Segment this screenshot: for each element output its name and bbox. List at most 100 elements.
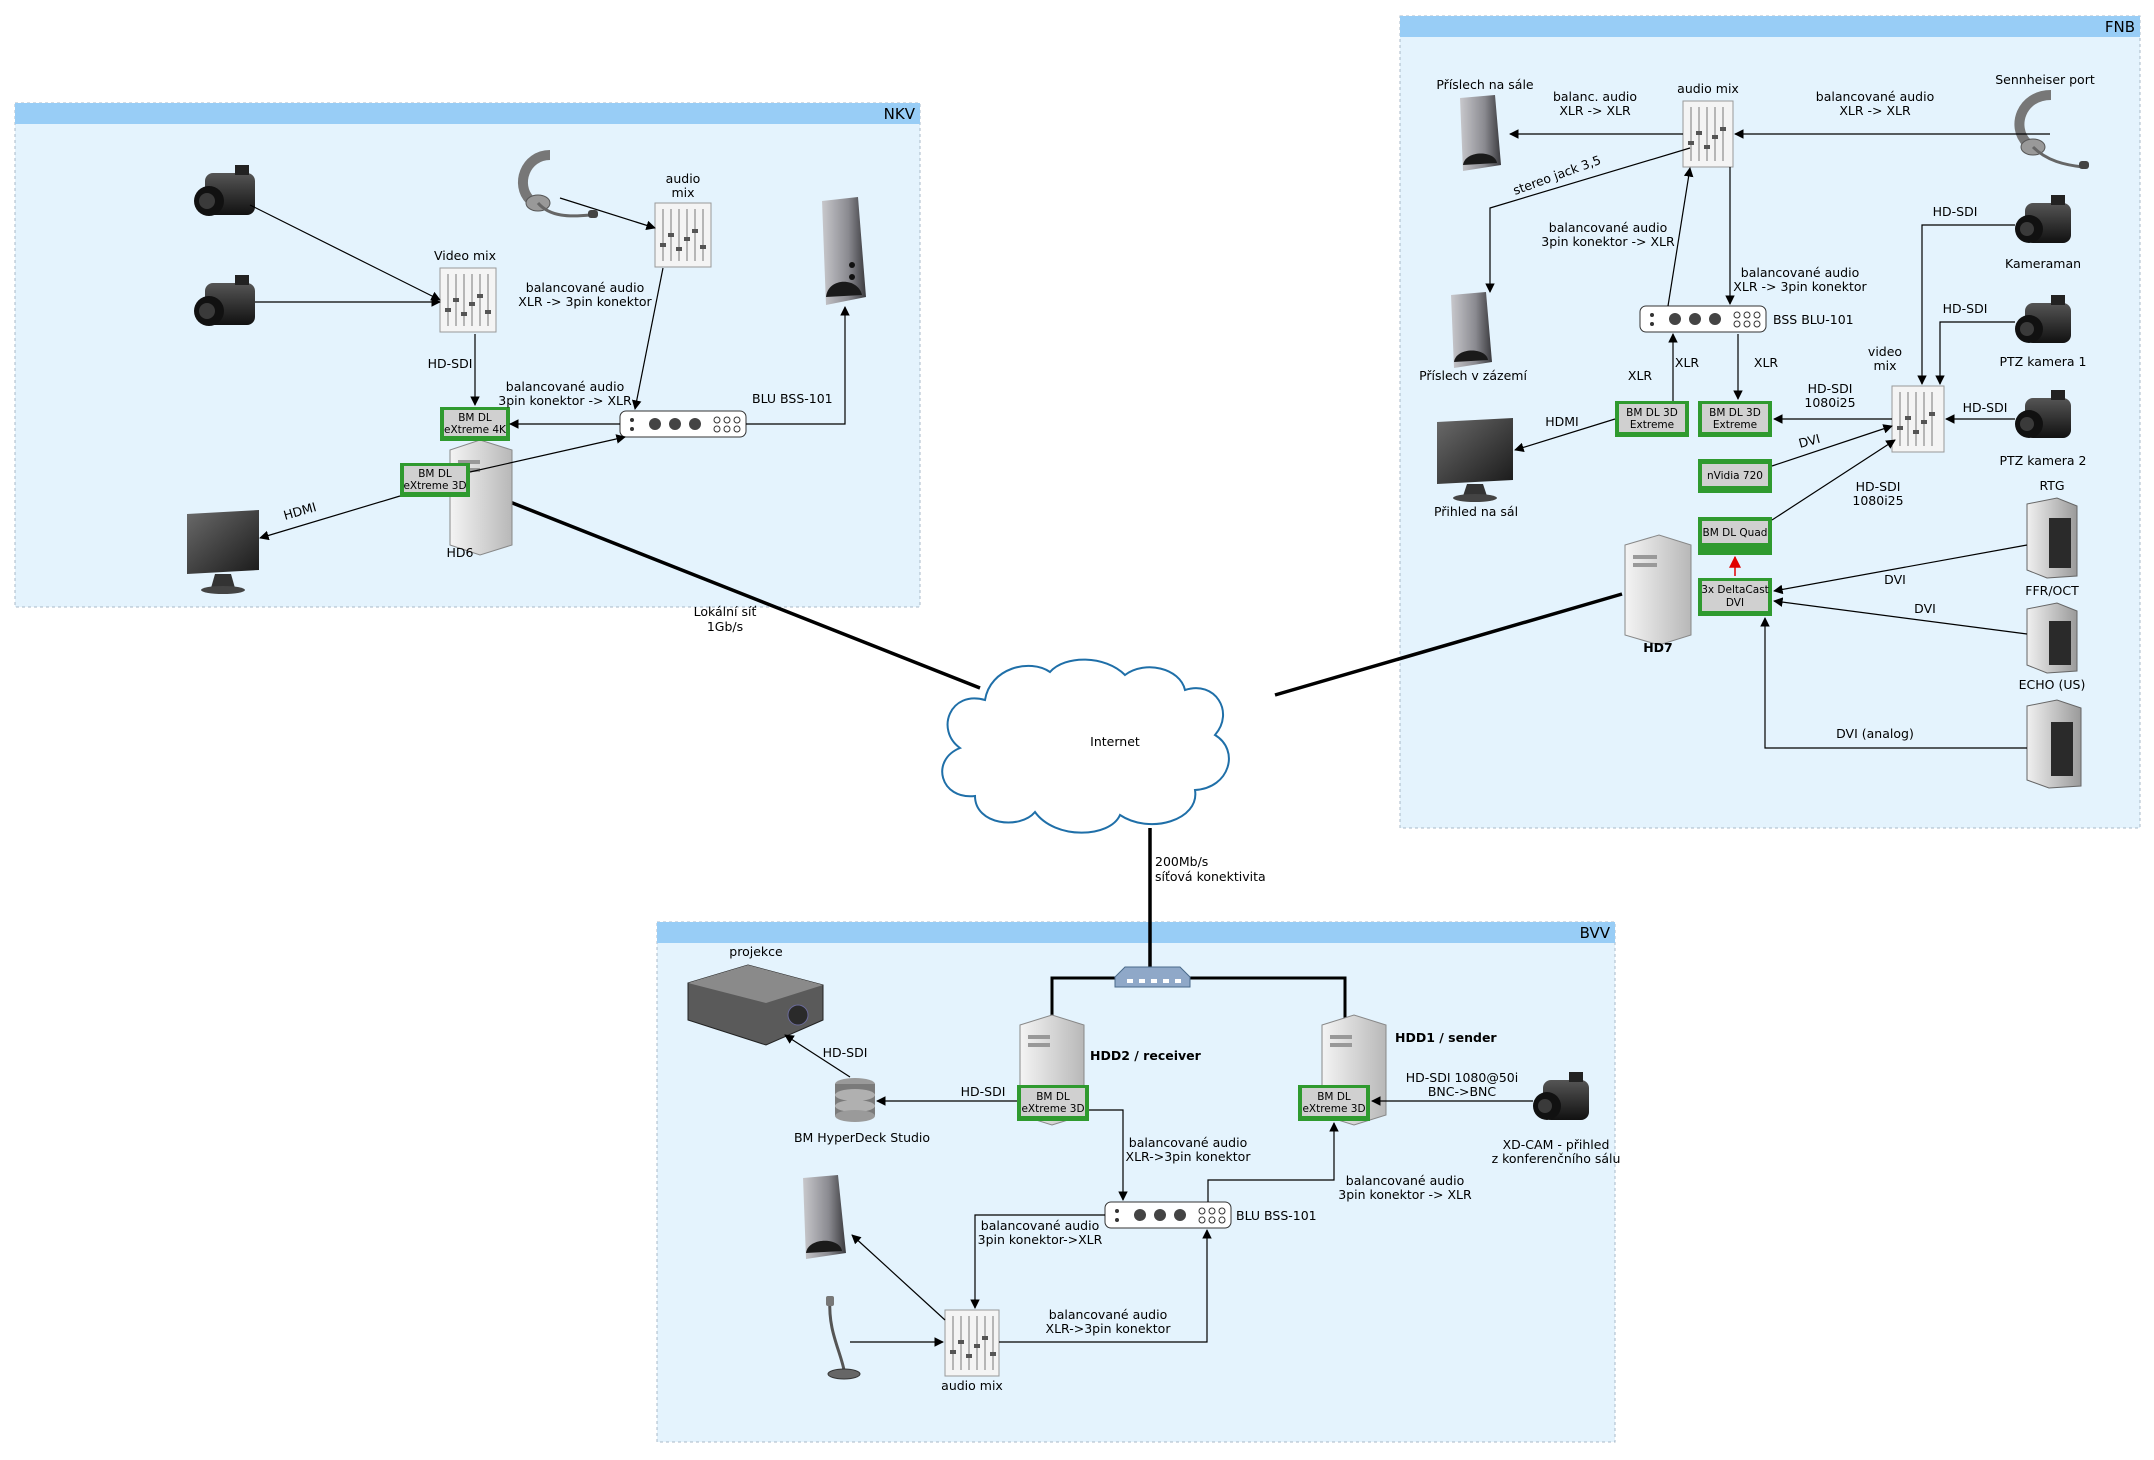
fnb-hdmi-label: HDMI [1545, 414, 1579, 429]
svg-text:eXtreme 3D: eXtreme 3D [403, 480, 466, 492]
nkv-audio-mix-label-1: audio [666, 171, 701, 186]
bvv-bal-d-1: balancované audio [1049, 1307, 1167, 1322]
bvv-hdsdi-cam-2: BNC->BNC [1428, 1084, 1497, 1099]
bvv-bal-b-1: balancované audio [1346, 1173, 1464, 1188]
fnb-hd7-label: HD7 [1643, 640, 1673, 655]
nkv-audio-mix-label-2: mix [671, 185, 694, 200]
zone-bvv-title: BVV [1580, 924, 1611, 942]
audio-processor-icon [1639, 305, 1767, 333]
capture-card: BM DL 3D Extreme [1615, 401, 1689, 437]
svg-text:3x DeltaCast: 3x DeltaCast [1701, 584, 1769, 596]
speaker-icon [1451, 292, 1492, 368]
fnb-ptz2-label: PTZ kamera 2 [2000, 453, 2087, 468]
monitor-icon [187, 510, 259, 594]
bvv-projekce-label: projekce [729, 944, 783, 959]
nkv-hdsdi-label: HD-SDI [428, 356, 473, 371]
fnb-bal3-label-1: balancované audio [1549, 220, 1667, 235]
server-icon [1624, 534, 1692, 646]
bvv-hdsdi-cam-1: HD-SDI 1080@50i [1406, 1070, 1518, 1085]
fnb-prislech-sale: Příslech na sále [1436, 77, 1534, 92]
camera-icon [194, 275, 255, 326]
svg-text:BM DL: BM DL [1317, 1091, 1351, 1103]
zone-nkv-title: NKV [884, 105, 916, 123]
medical-device-icon [2026, 699, 2082, 789]
hyperdeck-icon [835, 1078, 875, 1122]
fnb-bal3-label-2: 3pin konektor -> XLR [1541, 234, 1675, 249]
audio-processor-icon [1104, 1201, 1232, 1229]
bvv-bal-a-2: XLR->3pin konektor [1126, 1149, 1252, 1164]
bvv-hyperdeck-label: BM HyperDeck Studio [794, 1130, 930, 1145]
svg-text:BM DL 3D: BM DL 3D [1709, 407, 1761, 419]
fnb-dvi3-label: DVI [1914, 601, 1936, 616]
svg-text:Extreme: Extreme [1713, 419, 1757, 431]
svg-text:BM DL 3D: BM DL 3D [1626, 407, 1678, 419]
link-bvv-label-1: 200Mb/s [1155, 854, 1208, 869]
fnb-echo-label: ECHO (US) [2019, 677, 2086, 692]
fnb-video-mix-2: mix [1873, 358, 1896, 373]
fnb-ptz1-label: PTZ kamera 1 [2000, 354, 2087, 369]
fnb-prihled-label: Přihled na sál [1434, 504, 1518, 519]
headset-icon [2014, 90, 2089, 169]
fnb-kameraman-label: Kameraman [2005, 256, 2081, 271]
bvv-bal-b-2: 3pin konektor -> XLR [1338, 1187, 1472, 1202]
capture-card: BM DL Quad [1698, 517, 1772, 555]
gpu-card: nVidia 720 [1698, 459, 1772, 493]
fnb-video-mix-1: video [1868, 344, 1902, 359]
fnb-balx-label-2: XLR -> XLR [1839, 103, 1911, 118]
capture-card: 3x DeltaCast DVI [1698, 578, 1772, 616]
mixer-icon [1891, 385, 1945, 453]
svg-text:eXtreme 4K: eXtreme 4K [444, 424, 507, 436]
fnb-balx-label-1: balancované audio [1816, 89, 1934, 104]
link-nkv-label-2: 1Gb/s [707, 619, 743, 634]
bvv-xdcam-2: z konferenčního sálu [1492, 1151, 1621, 1166]
projector-icon [687, 964, 824, 1046]
internet-cloud: Internet [941, 658, 1230, 834]
bvv-hdd1-label: HDD1 / sender [1395, 1030, 1497, 1045]
medical-device-icon [2026, 602, 2078, 674]
svg-text:eXtreme 3D: eXtreme 3D [1021, 1103, 1084, 1115]
fnb-balanc-label-2: XLR -> XLR [1559, 103, 1631, 118]
fnb-connections [1485, 129, 2050, 749]
bvv-connections [784, 1034, 1533, 1347]
bvv-hdsdi1-label: HD-SDI [823, 1045, 868, 1060]
bvv-hdd2-label: HDD2 / receiver [1090, 1048, 1202, 1063]
mixer-icon [944, 1309, 1000, 1377]
mixer-icon [439, 267, 497, 333]
bvv-hdsdi2-label: HD-SDI [961, 1084, 1006, 1099]
mixer-icon [654, 202, 712, 268]
capture-card: BM DL eXtreme 3D [1298, 1085, 1370, 1121]
fnb-prislech-zazemi: Příslech v zázemí [1419, 368, 1527, 383]
nkv-video-mix-label: Video mix [434, 248, 496, 263]
fnb-dvi-label: DVI [1797, 431, 1822, 451]
headset-icon [517, 150, 598, 218]
nkv-blu-label: BLU BSS-101 [752, 391, 833, 406]
nkv-connections [249, 197, 850, 541]
fnb-hdsdi-1080-1: HD-SDI [1808, 381, 1853, 396]
svg-text:eXtreme 3D: eXtreme 3D [1302, 1103, 1365, 1115]
svg-text:nVidia 720: nVidia 720 [1707, 470, 1763, 482]
audio-processor-icon [619, 410, 747, 438]
bvv-xdcam-1: XD-CAM - přihled [1503, 1137, 1610, 1152]
fnb-hdsdi3: HD-SDI [1963, 400, 2008, 415]
fnb-sennheiser-label: Sennheiser port [1995, 72, 2095, 87]
capture-card: BM DL eXtreme 4K [440, 407, 510, 441]
capture-card: BM DL eXtreme 3D [400, 463, 470, 497]
bvv-bal-a-1: balancované audio [1129, 1135, 1247, 1150]
camera-icon [194, 165, 255, 216]
speaker-icon [803, 1175, 846, 1259]
svg-text:Extreme: Extreme [1630, 419, 1674, 431]
bvv-bal-d-2: XLR->3pin konektor [1046, 1321, 1172, 1336]
mixer-icon [1682, 100, 1734, 168]
camera-icon [2015, 195, 2071, 243]
wan-links [509, 500, 1623, 968]
microphone-icon [826, 1296, 861, 1380]
link-bvv-label-2: síťová konektivita [1155, 869, 1266, 884]
fnb-dvi2-label: DVI [1884, 572, 1906, 587]
fnb-xlr-label-1: XLR [1628, 368, 1653, 383]
fnb-balanc-label-1: balanc. audio [1553, 89, 1637, 104]
fnb-xlr-label-3: XLR [1754, 355, 1779, 370]
bvv-audio-mix-label: audio mix [941, 1378, 1003, 1393]
camera-icon [1533, 1072, 1589, 1120]
bvv-blu-label: BLU BSS-101 [1236, 1208, 1317, 1223]
